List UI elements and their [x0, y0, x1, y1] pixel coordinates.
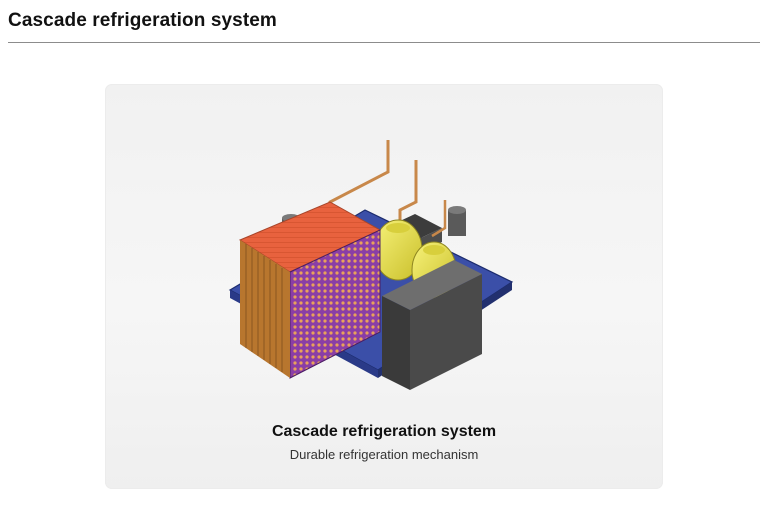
product-card[interactable]: Cascade refrigeration system Durable ref…	[105, 84, 663, 489]
page-header: Cascade refrigeration system	[8, 8, 760, 43]
card-subtitle: Durable refrigeration mechanism	[289, 447, 479, 462]
card-title: Cascade refrigeration system	[271, 423, 497, 440]
page-title: Cascade refrigeration system	[8, 10, 277, 31]
refrigeration-unit-image	[228, 140, 514, 390]
